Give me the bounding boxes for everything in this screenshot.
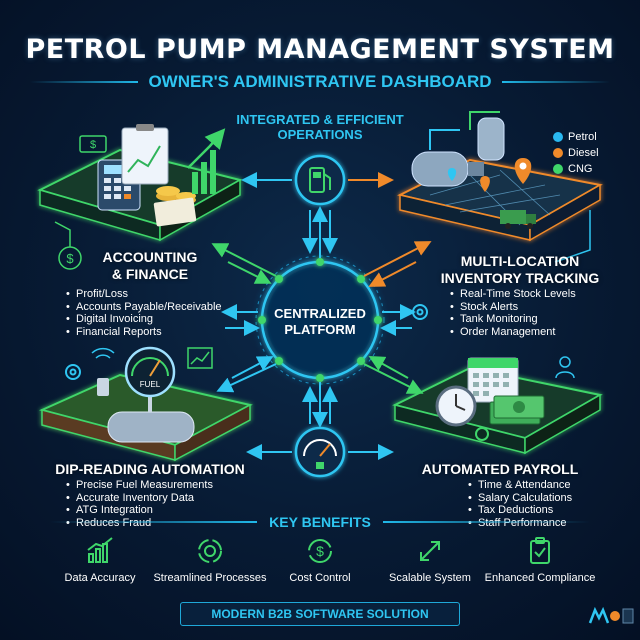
key-benefits-title: KEY BENEFITS xyxy=(269,514,371,530)
key-benefits-header: KEY BENEFITS xyxy=(50,512,590,532)
list-item: Profit/Loss xyxy=(66,288,222,301)
gear-icon xyxy=(475,427,489,441)
legend-dot xyxy=(553,148,563,158)
list-item: Precise Fuel Measurements xyxy=(66,479,213,492)
fuel-legend: Petrol Diesel CNG xyxy=(553,129,599,177)
inventory-heading: MULTI-LOCATION INVENTORY TRACKING xyxy=(425,253,615,287)
benefit-streamlined-processes: Streamlined Processes xyxy=(150,536,270,584)
key-benefits-divider-left xyxy=(50,521,258,523)
hub-label: CENTRALIZED PLATFORM xyxy=(270,306,370,338)
underground-tank-icon xyxy=(107,380,195,443)
legend-label: Diesel xyxy=(568,147,599,159)
legend-item-cng: CNG xyxy=(553,161,599,177)
operations-heading-line1: INTEGRATED & EFFICIENT xyxy=(236,112,404,127)
cash-stack-icon xyxy=(489,395,545,425)
accounting-list: Profit/Loss Accounts Payable/Receivable … xyxy=(66,288,222,338)
connector-line xyxy=(54,221,71,247)
list-item: Accurate Inventory Data xyxy=(66,492,213,505)
benefit-label: Cost Control xyxy=(289,572,351,584)
svg-text:$: $ xyxy=(316,543,324,559)
benefit-enhanced-compliance: Enhanced Compliance xyxy=(480,536,600,584)
benefit-data-accuracy: Data Accuracy xyxy=(40,536,160,584)
growth-chart-icon xyxy=(187,128,226,194)
invoice-icon xyxy=(153,197,197,227)
legend-item-diesel: Diesel xyxy=(553,145,599,161)
inventory-list: Real-Time Stock Levels Stock Alerts Tank… xyxy=(450,288,576,338)
legend-dot xyxy=(553,132,563,142)
benefit-label: Streamlined Processes xyxy=(153,572,267,584)
list-item: Tank Monitoring xyxy=(450,313,576,326)
list-item: Order Management xyxy=(450,326,576,339)
gauge-label: FUEL xyxy=(140,380,161,389)
gauge-node xyxy=(294,426,346,478)
list-item: Digital Invoicing xyxy=(66,313,222,326)
dollar-cycle-icon: $ xyxy=(308,539,332,563)
map-grid-icon xyxy=(429,169,561,226)
list-item: Tax Deductions xyxy=(468,504,572,517)
legend-label: CNG xyxy=(568,163,593,175)
list-item: Real-Time Stock Levels xyxy=(450,288,576,301)
benefit-label: Enhanced Compliance xyxy=(484,572,596,584)
inventory-heading-line2: INVENTORY TRACKING xyxy=(440,270,600,286)
list-item: Time & Attendance xyxy=(468,479,572,492)
clipboard-check-icon xyxy=(530,537,550,564)
list-item: ATG Integration xyxy=(66,504,213,517)
legend-dot xyxy=(553,164,563,174)
location-pin-icon xyxy=(447,158,532,192)
page-title: PETROL PUMP MANAGEMENT SYSTEM xyxy=(25,34,615,65)
svg-text:$: $ xyxy=(90,139,96,151)
benefit-label: Data Accuracy xyxy=(64,572,136,584)
gear-icon xyxy=(412,304,428,320)
footer-text: MODERN B2B SOFTWARE SOLUTION xyxy=(211,607,429,621)
legend-item-petrol: Petrol xyxy=(553,129,599,145)
hub-label-line1: CENTRALIZED xyxy=(274,306,366,321)
delivery-truck-icon xyxy=(500,210,536,229)
accounting-heading: ACCOUNTING & FINANCE xyxy=(80,249,220,283)
accounting-heading-line2: & FINANCE xyxy=(111,266,189,282)
operations-heading-line2: OPERATIONS xyxy=(277,127,363,142)
clipboard-chart-icon xyxy=(121,124,169,185)
legend-label: Petrol xyxy=(568,131,597,143)
key-benefits-divider-right xyxy=(382,521,590,523)
brand-logo-icon xyxy=(588,606,634,624)
gear-icon xyxy=(65,364,81,380)
list-item: Salary Calculations xyxy=(468,492,572,505)
benefit-scalable-system: Scalable System xyxy=(370,536,490,584)
connector-line xyxy=(554,210,591,263)
subtitle-row: OWNER'S ADMINISTRATIVE DASHBOARD xyxy=(30,70,611,94)
list-item: Financial Reports xyxy=(66,326,222,339)
calendar-icon xyxy=(467,357,519,403)
list-item: Accounts Payable/Receivable xyxy=(66,301,222,314)
accounting-heading-line1: ACCOUNTING xyxy=(102,249,198,265)
expand-arrows-icon xyxy=(420,541,440,561)
mini-chart-icon xyxy=(187,347,213,369)
inventory-heading-line1: MULTI-LOCATION xyxy=(460,253,580,269)
subtitle-divider-right xyxy=(501,81,611,83)
dip-heading: DIP-READING AUTOMATION xyxy=(55,461,245,477)
dollar-tag-icon: $ xyxy=(58,246,82,270)
payroll-heading: AUTOMATED PAYROLL xyxy=(421,461,579,477)
gear-cycle-icon xyxy=(198,539,222,563)
sensor-icon xyxy=(91,347,115,396)
clock-icon xyxy=(435,385,477,427)
person-icon xyxy=(555,356,575,379)
svg-text:$: $ xyxy=(66,251,74,266)
footer-banner: MODERN B2B SOFTWARE SOLUTION xyxy=(180,602,460,626)
dip-platform xyxy=(39,373,253,462)
operations-heading: INTEGRATED & EFFICIENT OPERATIONS xyxy=(200,112,440,142)
benefit-cost-control: $ Cost Control xyxy=(260,536,380,584)
money-bill-icon: $ xyxy=(79,135,107,153)
subtitle-divider-left xyxy=(30,81,139,83)
list-item: Stock Alerts xyxy=(450,301,576,314)
hub-label-line2: PLATFORM xyxy=(284,322,356,337)
fuel-pump-node xyxy=(294,154,346,206)
bar-chart-icon xyxy=(87,537,113,563)
benefit-label: Scalable System xyxy=(389,572,471,584)
page-subtitle: OWNER'S ADMINISTRATIVE DASHBOARD xyxy=(148,72,492,91)
fuel-gauge-dial-icon: FUEL xyxy=(124,346,176,398)
